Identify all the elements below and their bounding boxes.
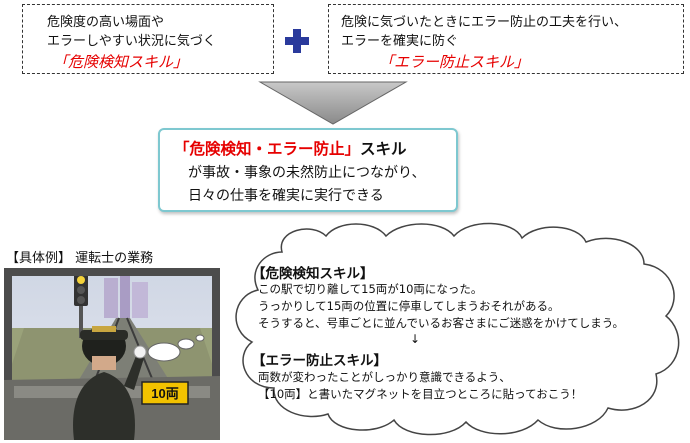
detect-line-2: うっかりして15両の位置に停車してしまうおそれがある。 [258, 299, 560, 313]
prevention-line-1: 危険に気づいたときにエラー防止の工夫を行い、 [341, 15, 628, 30]
prevent-skill-title: 【エラー防止スキル】 [252, 353, 387, 369]
down-arrow-glyph: ↓ [410, 332, 421, 346]
prevention-skill-box: 危険に気づいたときにエラー防止の工夫を行い、 エラーを確実に防ぐ 「エラー防止ス… [328, 4, 684, 74]
cloud-bubble [235, 222, 680, 436]
train-driver-illustration: 10両 [4, 268, 220, 440]
prevent-line-2: 【10両】と書いたマグネットを目立つところに貼っておこう！ [258, 387, 583, 401]
result-title-suffix: スキル [360, 140, 407, 158]
magnet-badge-label: 10両 [151, 386, 178, 401]
result-line-3: 日々の仕事を確実に実行できる [188, 188, 384, 204]
detect-skill-title: 【危険検知スキル】 [252, 266, 374, 282]
down-arrow-icon [258, 81, 408, 125]
prevention-line-2: エラーを確実に防ぐ [341, 34, 459, 49]
detection-skill-box: 危険度の高い場面や エラーしやすい状況に気づく 「危険検知スキル」 [22, 4, 274, 74]
prevention-skill-label: 「エラー防止スキル」 [379, 53, 530, 71]
result-line-2: が事故・事象の未然防止につながり、 [188, 165, 426, 181]
detection-skill-label: 「危険検知スキル」 [53, 53, 189, 71]
plus-icon [285, 29, 309, 53]
result-title: 「危険検知・エラー防止」スキル [174, 137, 407, 159]
detection-line-2: エラーしやすい状況に気づく [47, 34, 216, 49]
result-title-red: 「危険検知・エラー防止」 [174, 140, 361, 158]
result-box: 「危険検知・エラー防止」スキル が事故・事象の未然防止につながり、 日々の仕事を… [158, 128, 458, 212]
prevent-line-1: 両数が変わったことがしっかり意識できるよう、 [258, 370, 511, 384]
detect-line-1: この駅で切り離して15両が10両になった。 [258, 282, 483, 296]
example-heading: 【具体例】 運転士の業務 [6, 251, 154, 266]
detection-line-1: 危険度の高い場面や [47, 15, 165, 30]
detect-line-3: そうすると、号車ごとに並んでいるお客さまにご迷惑をかけてしまう。 [258, 316, 625, 330]
